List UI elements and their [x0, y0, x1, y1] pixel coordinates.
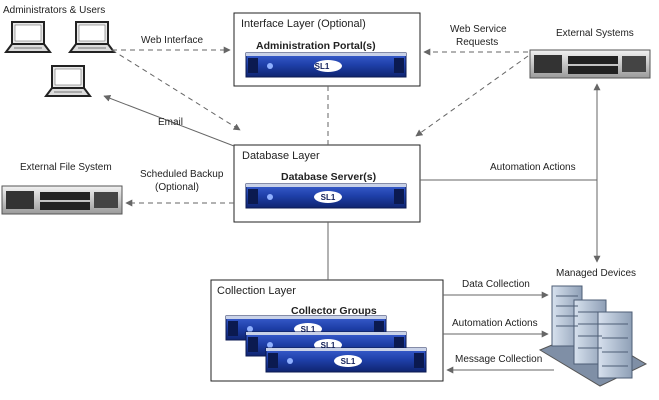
web-service-label-line1: Web Service — [450, 24, 507, 35]
web-interface-label: Web Interface — [141, 35, 204, 46]
collection-layer: Collection Layer Collector Groups SL1 SL… — [210, 279, 444, 382]
database-server-label: Database Server(s) — [281, 171, 376, 183]
data-collection-label: Data Collection — [462, 279, 530, 290]
external-file-system-server-icon — [1, 185, 123, 215]
collector-server-brand-3: SL1 — [341, 357, 356, 366]
collector-groups-label: Collector Groups — [291, 305, 377, 317]
administration-portal-brand: SL1 — [315, 62, 330, 71]
administration-portal-label: Administration Portal(s) — [256, 40, 376, 52]
interface-layer: Interface Layer (Optional) Administratio… — [233, 12, 421, 87]
laptop-icon-2 — [69, 21, 115, 53]
external-systems-label: External Systems — [556, 28, 634, 39]
database-server-brand: SL1 — [321, 193, 336, 202]
scheduled-backup-label-line2: (Optional) — [155, 182, 199, 193]
laptop-icon-3 — [45, 65, 91, 97]
email-arrow — [103, 94, 235, 147]
database-layer: Database Layer Database Server(s) SL1 — [233, 144, 421, 223]
automation-actions-top-label: Automation Actions — [490, 162, 576, 173]
message-collection-label: Message Collection — [455, 354, 542, 365]
connection-lines — [103, 46, 601, 374]
web-service-label-line2: Requests — [456, 37, 498, 48]
external-to-database-arrow — [415, 55, 529, 137]
managed-devices-label: Managed Devices — [556, 268, 636, 279]
email-label: Email — [158, 117, 183, 128]
admins-users-label: Administrators & Users — [3, 5, 105, 16]
collection-layer-title: Collection Layer — [217, 285, 296, 297]
interface-layer-title: Interface Layer (Optional) — [241, 18, 366, 30]
automation-actions-bottom-label: Automation Actions — [452, 318, 538, 329]
managed-devices-rack-icon — [538, 285, 648, 387]
external-file-system-label: External File System — [20, 162, 112, 173]
collector-server-brand-1: SL1 — [301, 325, 316, 334]
laptop-icon-1 — [5, 21, 51, 53]
collector-server-brand-2: SL1 — [321, 341, 336, 350]
laptops-to-database-arrow — [111, 49, 241, 131]
external-systems-server-icon — [529, 49, 651, 79]
database-layer-title: Database Layer — [242, 150, 320, 162]
scheduled-backup-label-line1: Scheduled Backup — [140, 169, 224, 180]
